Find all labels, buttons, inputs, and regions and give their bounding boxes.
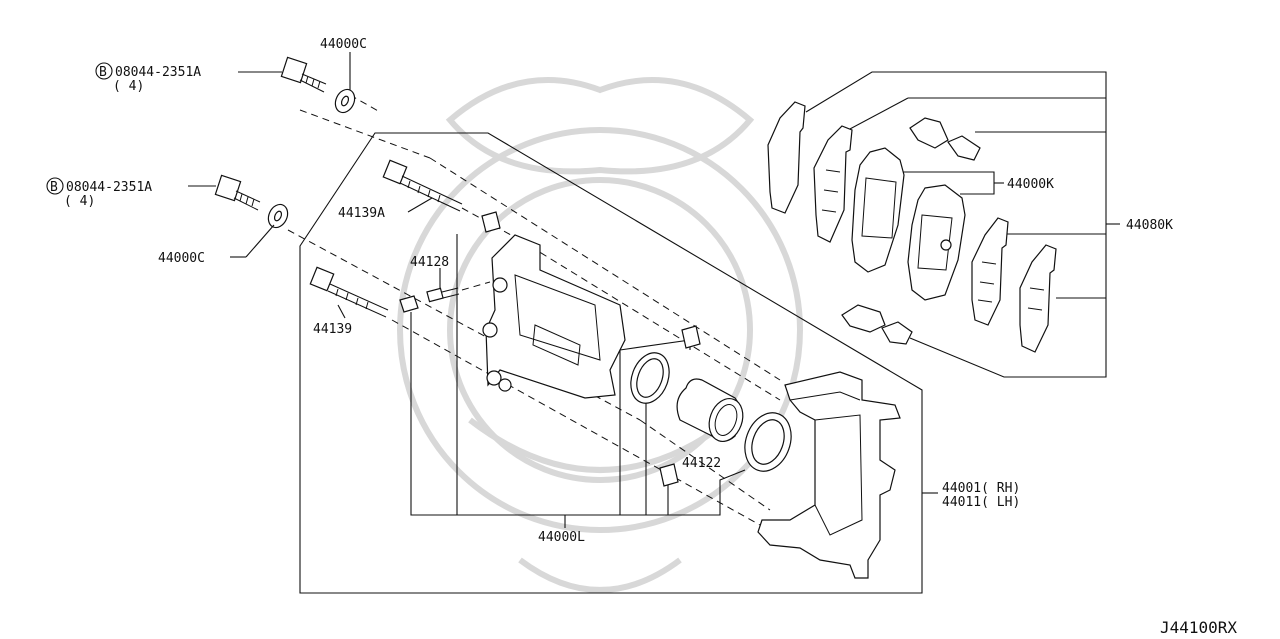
- label-seal-kit[interactable]: 44000L: [538, 530, 585, 545]
- watermark-emblem: [397, 77, 803, 593]
- brake-pad-inner: [907, 184, 966, 301]
- washer-mid: [267, 203, 289, 229]
- piston: [676, 378, 744, 442]
- bolt-marker-top: B: [99, 65, 107, 80]
- pad-kit-bracket: [805, 71, 1120, 378]
- label-piston-kit[interactable]: 44122: [682, 456, 721, 471]
- caliper-bracket: [757, 371, 901, 579]
- label-caliper-lh[interactable]: 44011( LH): [942, 495, 1020, 510]
- diagram-id: J44100RX: [1160, 618, 1237, 637]
- bolt-marker-top-icon: [95, 62, 113, 80]
- pin-boots: [481, 211, 701, 487]
- bolt-top: [280, 56, 327, 93]
- seal-kit-bracket: [410, 234, 746, 528]
- pad-shim-2: [971, 217, 1009, 326]
- part-labels: B 08044-2351A ( 4) 44000C B 08044-2351A …: [46, 37, 1237, 637]
- label-bolt-top-code[interactable]: 08044-2351A: [115, 65, 201, 80]
- bolt-marker-mid: B: [50, 180, 58, 195]
- bolt-marker-mid-icon: [46, 177, 64, 195]
- bolt-mid: [214, 174, 261, 211]
- washer-top: [334, 88, 356, 114]
- label-washer-mid[interactable]: 44000C: [158, 251, 205, 266]
- label-pin-bolt-a[interactable]: 44139A: [338, 206, 385, 221]
- piston-boot: [744, 412, 792, 472]
- label-bleeder[interactable]: 44128: [410, 255, 449, 270]
- caliper-group-outline: [299, 132, 923, 594]
- label-bolt-mid-qty: ( 4): [64, 194, 95, 209]
- bleeder-cap: [399, 295, 419, 313]
- assembly-lines: [287, 94, 781, 526]
- bleeder-screw: [426, 287, 460, 303]
- pin-bolt: [309, 266, 389, 318]
- label-pad-kit[interactable]: 44080K: [1126, 218, 1173, 233]
- outer-shim: [767, 101, 806, 214]
- inner-shim: [813, 125, 853, 243]
- label-bolt-top-qty: ( 4): [113, 79, 144, 94]
- pad-clip-upper: [909, 117, 981, 161]
- pad-shim-3: [1019, 244, 1057, 353]
- brake-pad-outer: [851, 147, 905, 273]
- caliper-body: [482, 234, 626, 399]
- piston-seal: [630, 352, 670, 404]
- label-leaders: [188, 52, 441, 319]
- pin-bolt-a: [382, 159, 463, 212]
- label-bolt-mid-code[interactable]: 08044-2351A: [66, 180, 152, 195]
- label-washer-top[interactable]: 44000C: [320, 37, 367, 52]
- label-pad-set[interactable]: 44000K: [1007, 177, 1054, 192]
- pad-clip-lower: [841, 304, 913, 345]
- label-pin-bolt[interactable]: 44139: [313, 322, 352, 337]
- label-caliper-rh[interactable]: 44001( RH): [942, 481, 1020, 496]
